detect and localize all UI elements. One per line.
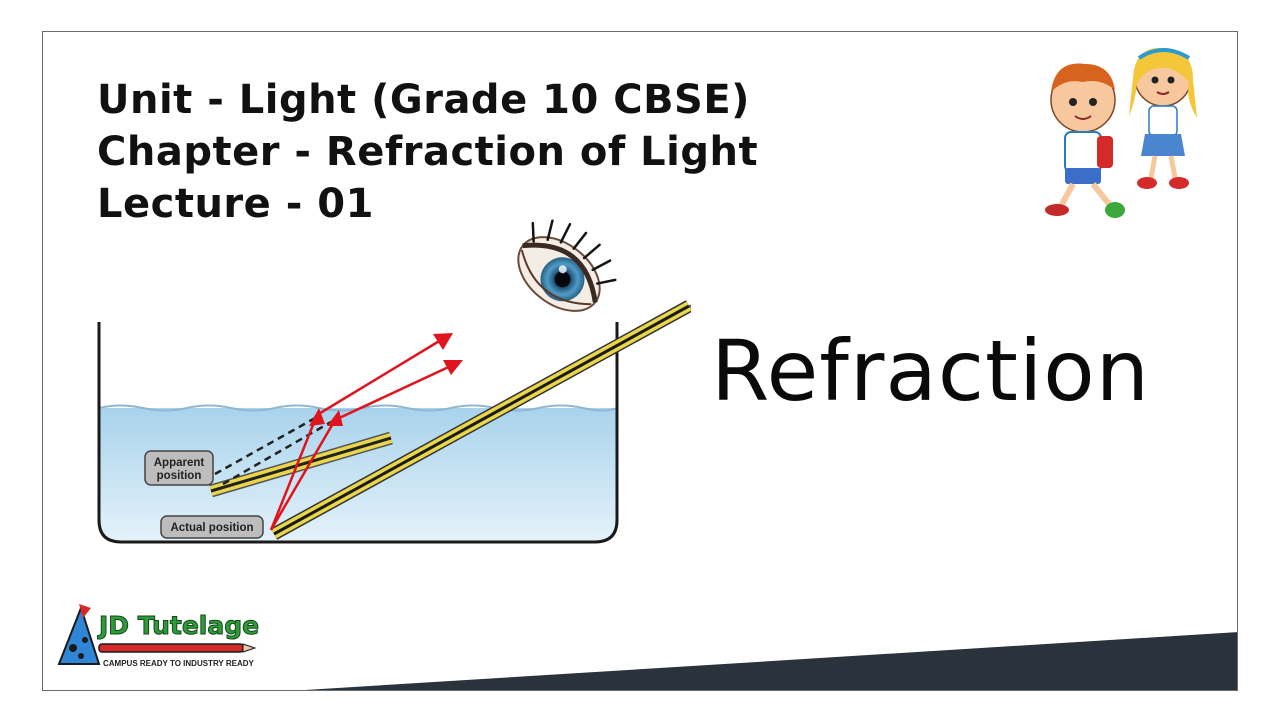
actual-position-label: Actual position: [160, 515, 264, 539]
light-rays: [269, 333, 463, 531]
apparent-label-line1: Apparent: [154, 457, 205, 469]
apparent-ray-extensions: [214, 415, 332, 486]
eye-icon: [517, 219, 617, 312]
logo-pencil-bar: [98, 643, 244, 653]
logo-tagline: CAMPUS READY TO INDUSTRY READY: [103, 659, 255, 668]
jd-tutelage-logo: JD Tutelage CAMPUS READY TO INDUSTRY REA…: [57, 604, 260, 668]
dark-corner-band: [305, 632, 1237, 690]
lecture-title: Lecture - 01: [97, 181, 374, 227]
title-block: Unit - Light (Grade 10 CBSE) Chapter - R…: [97, 74, 758, 230]
apparent-position-label: Apparent position: [144, 450, 214, 486]
chapter-title: Chapter - Refraction of Light: [97, 129, 759, 175]
boy-figure: [1045, 63, 1125, 218]
actual-pencil: [270, 300, 691, 540]
students-cartoon: [1045, 47, 1197, 218]
actual-label-text: Actual position: [170, 522, 253, 534]
apparent-label-line2: position: [157, 470, 202, 482]
flask-icon: [57, 605, 101, 665]
container-outline: [97, 322, 619, 544]
unit-title: Unit - Light (Grade 10 CBSE): [97, 77, 750, 123]
refraction-diagram: Apparent position Actual position: [97, 219, 691, 544]
logo-brand-text: JD Tutelage: [97, 611, 259, 640]
apparent-pencil: [209, 431, 393, 498]
topic-heading: Refraction: [711, 322, 1150, 420]
water: [99, 408, 617, 542]
slide: Unit - Light (Grade 10 CBSE) Chapter - R…: [42, 31, 1238, 691]
girl-figure: [1129, 47, 1197, 189]
